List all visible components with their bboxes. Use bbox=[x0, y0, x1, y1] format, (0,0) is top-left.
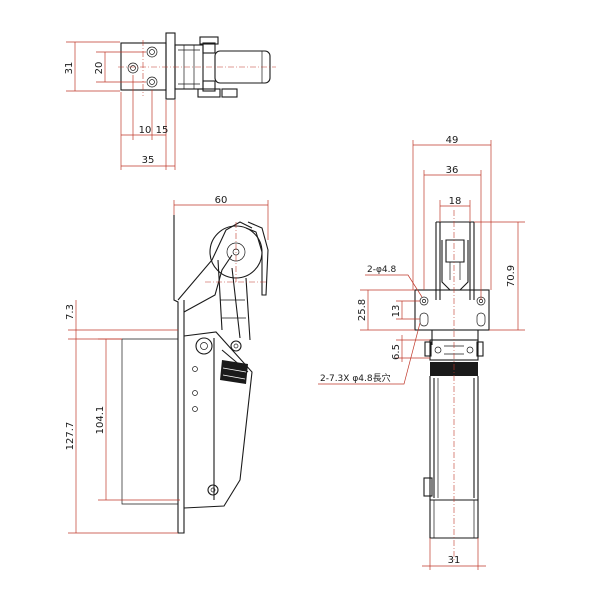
front-view-mounting-flange bbox=[414, 289, 490, 331]
top-view-flange bbox=[165, 32, 176, 100]
dim-7-3: 7.3 bbox=[65, 304, 76, 320]
dim-36: 36 bbox=[446, 165, 459, 176]
top-view-mounting-holes bbox=[127, 46, 158, 88]
dim-35: 35 bbox=[142, 155, 155, 166]
dim-31-bottom: 31 bbox=[448, 555, 461, 566]
note-holes: 2-φ4.8 bbox=[367, 265, 396, 275]
dim-18: 18 bbox=[449, 196, 462, 207]
front-view-lever-frame bbox=[435, 222, 475, 300]
side-view: 60 7.3 127.7 104.1 bbox=[65, 195, 269, 534]
top-view-base-plate bbox=[120, 42, 167, 91]
top-view: 31 20 10 15 35 bbox=[64, 32, 276, 170]
side-view-pivot bbox=[195, 337, 213, 355]
dim-31: 31 bbox=[64, 62, 75, 75]
front-view: 49 36 18 70.9 25.8 13 6.5 31 2-φ4.8 2-7.… bbox=[318, 135, 525, 570]
side-view-housing bbox=[183, 331, 253, 509]
dim-104-1: 104.1 bbox=[95, 406, 106, 435]
dim-6-5: 6.5 bbox=[391, 344, 402, 360]
dim-70-9: 70.9 bbox=[506, 265, 517, 287]
dim-10: 10 bbox=[139, 125, 152, 136]
dim-127-7: 127.7 bbox=[65, 422, 76, 451]
side-view-upper-arm bbox=[177, 221, 253, 301]
side-view-rubber-cap bbox=[220, 360, 248, 384]
side-view-mounting-plate bbox=[173, 215, 185, 534]
front-view-holes bbox=[419, 296, 486, 327]
dim-20: 20 bbox=[94, 62, 105, 75]
front-view-damper bbox=[429, 376, 479, 500]
dim-49: 49 bbox=[446, 135, 459, 146]
front-view-roller bbox=[441, 240, 469, 291]
dim-60: 60 bbox=[215, 195, 228, 206]
dim-15: 15 bbox=[156, 125, 169, 136]
dim-13: 13 bbox=[391, 305, 402, 318]
note-slots: 2-7.3X φ4.8長穴 bbox=[320, 372, 391, 384]
dim-25-8: 25.8 bbox=[357, 299, 368, 321]
